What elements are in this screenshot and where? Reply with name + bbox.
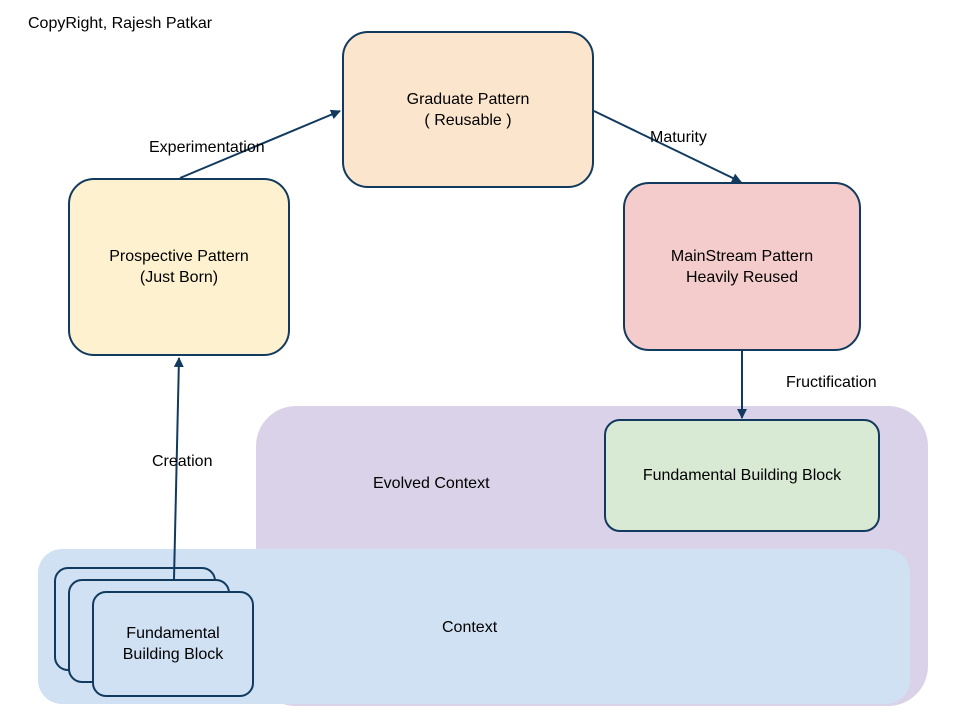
prospective-line2: (Just Born): [139, 269, 219, 286]
mainstream-line2: Heavily Reused: [685, 268, 799, 286]
creation-arrow: [173, 357, 184, 580]
maturity-arrow: [593, 110, 742, 183]
maturity-label: Maturity: [650, 129, 707, 146]
fbb-evolved-label: Fundamental Building Block: [642, 467, 842, 484]
fbb-context-line1: Fundamental: [126, 625, 220, 642]
graduate-line1: Graduate Pattern: [406, 90, 530, 108]
fructification-label: Fructification: [786, 374, 877, 391]
fbb-context-line2: Building Block: [122, 646, 224, 663]
mainstream-pattern-node: MainStream Pattern Heavily Reused: [623, 182, 861, 351]
experimentation-arrow: [179, 109, 341, 179]
copyright-text: CopyRight, Rajesh Patkar: [28, 15, 213, 32]
prospective-pattern-node: Prospective Pattern (Just Born): [68, 178, 290, 356]
context-label: Context: [442, 619, 498, 636]
prospective-line1: Prospective Pattern: [109, 248, 249, 265]
graduate-pattern-node: Graduate Pattern ( Reusable ): [342, 31, 594, 188]
evolved-context-label: Evolved Context: [373, 475, 490, 492]
fbb-context-node: Fundamental Building Block: [92, 591, 254, 697]
mainstream-line1: MainStream Pattern: [670, 247, 814, 265]
graduate-line2: ( Reusable ): [424, 111, 512, 129]
experimentation-label: Experimentation: [149, 139, 265, 156]
fbb-evolved-node: Fundamental Building Block: [604, 419, 880, 532]
creation-label: Creation: [152, 453, 213, 470]
